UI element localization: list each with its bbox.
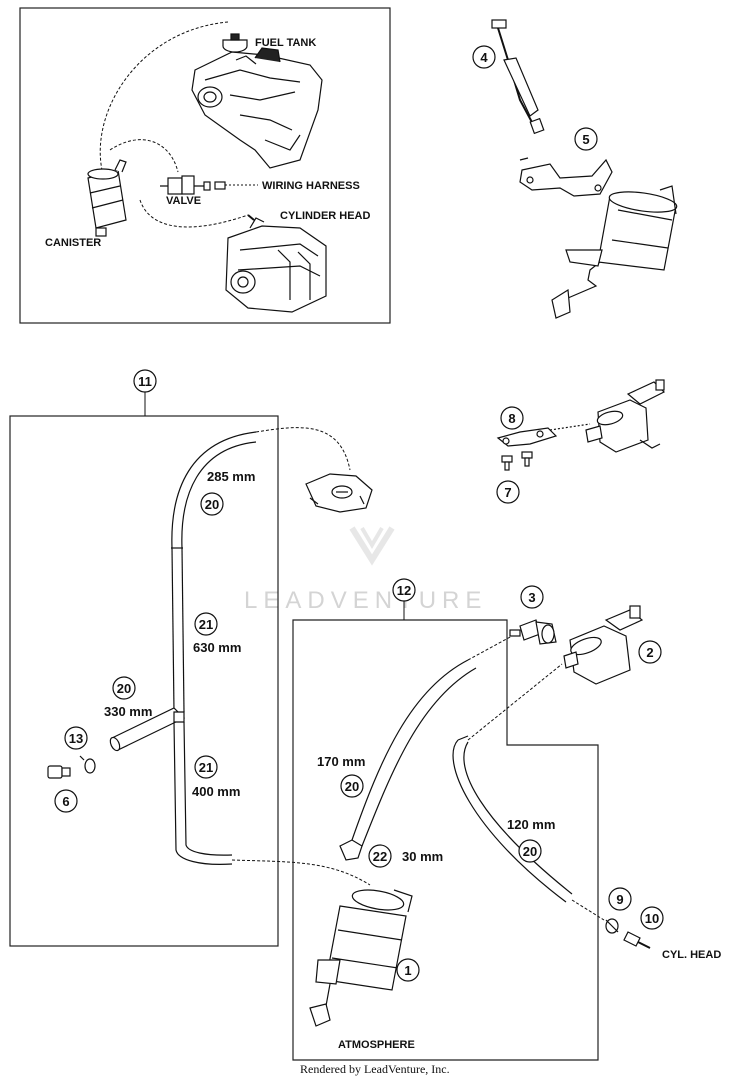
part-2-valve (563, 605, 644, 685)
callout-2-number: 2 (646, 645, 653, 660)
callout-20-d (518, 839, 542, 863)
tank-fitting-illustration (305, 473, 373, 513)
callout-20-b-number: 20 (117, 681, 131, 696)
hose-20-upper (171, 431, 257, 549)
overview-canister-hose (109, 139, 179, 173)
label-cyl-head: CYL. HEAD (662, 949, 721, 961)
callout-3-number: 3 (528, 590, 535, 605)
callout-10 (640, 906, 664, 930)
measure-120: 120 mm (507, 817, 555, 832)
callout-11-number: 11 (138, 374, 152, 389)
part-9-clamp (605, 918, 619, 934)
callout-6-number: 6 (62, 794, 69, 809)
callout-3 (520, 585, 544, 609)
measure-400: 400 mm (192, 784, 240, 799)
callout-20-c (340, 774, 364, 798)
callout-8 (500, 406, 524, 430)
hose-21-upper (171, 547, 185, 713)
watermark-text: LEADVENTURE (244, 587, 487, 614)
part-4-wiring-connector (491, 19, 545, 135)
hose-21-lower (173, 721, 233, 865)
callout-21-b (194, 755, 218, 779)
callout-21-a (194, 612, 218, 636)
dashed-hose-to-3 (467, 635, 513, 661)
part-6-nipple (47, 765, 71, 779)
dashed-to-tank (255, 427, 351, 471)
callout-12 (392, 578, 416, 602)
label-atmosphere: ATMOSPHERE (338, 1039, 415, 1051)
label-valve: VALVE (166, 195, 201, 207)
fuel-cap-icon (222, 33, 248, 53)
part-5-bracket (519, 157, 613, 197)
overview-cylinder-nipple (247, 214, 255, 221)
assembly-box-11 (9, 415, 279, 947)
watermark-logo (349, 526, 395, 566)
callout-22-number: 22 (373, 849, 387, 864)
assembly-box-12 (292, 619, 599, 1061)
part-10-nipple (623, 931, 651, 949)
callout-9 (608, 887, 632, 911)
overview-valve-illustration (160, 175, 226, 195)
part-13-clamp (79, 755, 96, 774)
measure-330: 330 mm (104, 704, 152, 719)
callout-5 (574, 127, 598, 151)
dashed-hose-to-2 (467, 663, 563, 741)
callout-4 (472, 45, 496, 69)
callout-5-number: 5 (582, 132, 589, 147)
credit-text: Rendered by LeadVenture, Inc. (300, 1062, 450, 1076)
measure-170: 170 mm (317, 754, 365, 769)
hose-20-120mm (452, 735, 573, 903)
part-7-screws (501, 451, 533, 471)
label-canister: CANISTER (45, 237, 101, 249)
callout-9-number: 9 (616, 892, 623, 907)
callout-6 (54, 789, 78, 813)
callout-22 (368, 844, 392, 868)
overview-box (19, 7, 391, 324)
overview-cylinder-head-illustration (225, 217, 327, 313)
measure-630: 630 mm (193, 640, 241, 655)
callout-21-a-number: 21 (199, 617, 213, 632)
dashed-to-canister (231, 859, 371, 886)
label-fuel-tank: FUEL TANK (255, 37, 316, 49)
callout-13-number: 13 (69, 731, 83, 746)
overview-cylinder-hose (139, 199, 249, 228)
part-3-fitting (509, 619, 557, 645)
measure-30: 30 mm (402, 849, 443, 864)
callout-10-number: 10 (645, 911, 659, 926)
part-8-bracket (496, 423, 591, 447)
dashed-to-cyl-head (571, 899, 605, 921)
callout-7 (496, 480, 520, 504)
callout-20-d-number: 20 (523, 844, 537, 859)
measure-285: 285 mm (207, 469, 255, 484)
callout-4-number: 4 (480, 50, 488, 65)
callout-12-number: 12 (397, 583, 411, 598)
callout-20-b (112, 676, 136, 700)
overview-canister-illustration (87, 159, 127, 237)
canister-assembly-illustration (551, 185, 678, 319)
fuel-tank-illustration (191, 47, 323, 169)
callout-1 (396, 958, 420, 982)
hose-20-170mm (351, 659, 477, 847)
callout-1-number: 1 (404, 963, 411, 978)
label-cylinder-head: CYLINDER HEAD (280, 210, 371, 222)
callout-20-a (200, 492, 224, 516)
callout-20-a-number: 20 (205, 497, 219, 512)
callout-20-c-number: 20 (345, 779, 359, 794)
overview-vent-hose (99, 21, 229, 171)
t-fitting (173, 711, 185, 723)
label-wiring-harness: WIRING HARNESS (262, 180, 360, 192)
callout-13 (64, 726, 88, 750)
callout-2 (638, 640, 662, 664)
callout-11 (133, 369, 157, 393)
hose-22-30mm (339, 839, 363, 861)
solenoid-valve-upper (585, 379, 666, 453)
callout-8-number: 8 (508, 411, 515, 426)
callout-21-b-number: 21 (199, 760, 213, 775)
callout-7-number: 7 (504, 485, 511, 500)
part-1-canister (309, 889, 413, 1027)
